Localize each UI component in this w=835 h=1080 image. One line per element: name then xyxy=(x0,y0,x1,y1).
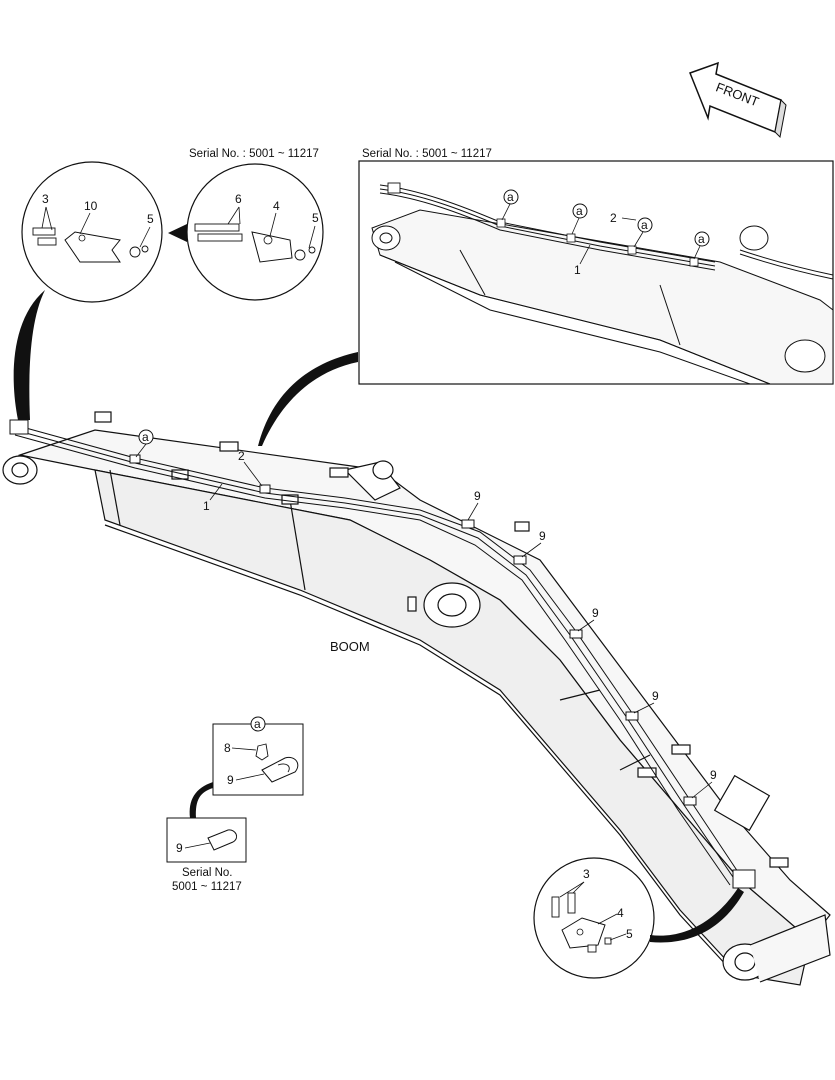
inset-callout-a-3-text: a xyxy=(641,218,648,232)
detail-circle-bottom: 3 4 5 xyxy=(533,857,655,979)
hose-clamps xyxy=(9,419,756,889)
inset-label-2: 2 xyxy=(610,211,617,225)
boom-part-labels: a 2 1 9 9 9 9 9 xyxy=(135,429,717,799)
serial-top-right: Serial No. : 5001 ~ 11217 xyxy=(362,148,492,160)
boom-label: BOOM xyxy=(330,639,370,654)
detail-circle-left: 3 10 5 xyxy=(21,161,163,303)
clamp-callout-a xyxy=(250,716,266,732)
boom-label-9e: 9 xyxy=(710,768,717,782)
boom-label-9d: 9 xyxy=(652,689,659,703)
clamp-detail-serial: 9 xyxy=(166,817,247,863)
bottom-label-4: 4 xyxy=(617,906,624,920)
inset-callout-a-4 xyxy=(694,231,710,247)
inset-callout-a-2 xyxy=(572,203,588,219)
serial-top-left: Serial No. : 5001 ~ 11217 xyxy=(189,148,319,160)
serial-bottom-line2: 5001 ~ 11217 xyxy=(172,881,242,893)
detail-left-label-3: 3 xyxy=(42,192,49,206)
detail-pointer-arrow xyxy=(168,224,187,242)
detail-circle-right: 6 4 5 xyxy=(186,163,324,301)
callout-a-boom-text: a xyxy=(142,430,149,444)
boom-label-9a: 9 xyxy=(474,489,481,503)
clamp-label-9: 9 xyxy=(227,773,234,787)
leader-top-right xyxy=(258,352,358,446)
inset-callout-a-1-text: a xyxy=(507,190,514,204)
detail-right-label-4: 4 xyxy=(273,199,280,213)
boom-body xyxy=(2,411,831,986)
boom-label-1: 1 xyxy=(203,499,210,513)
inset-top-right: a a a a 2 1 xyxy=(358,160,834,385)
inset-callout-a-3 xyxy=(637,217,653,233)
clamp-callout-a-text: a xyxy=(254,717,261,731)
detail-right-label-6: 6 xyxy=(235,192,242,206)
leader-top-left xyxy=(13,290,45,420)
detail-left-label-5: 5 xyxy=(147,212,154,226)
inset-callout-a-2-text: a xyxy=(576,204,583,218)
boom-label-2: 2 xyxy=(238,449,245,463)
boom-hoses xyxy=(14,424,741,886)
clamp-label-8: 8 xyxy=(224,741,231,755)
bottom-label-5: 5 xyxy=(626,927,633,941)
inset-callout-a-1 xyxy=(503,189,519,205)
clamp-detail-a: a 8 9 xyxy=(212,716,304,796)
leader-bottom xyxy=(650,888,744,943)
bottom-label-3: 3 xyxy=(583,867,590,881)
clamp-serial-label-9: 9 xyxy=(176,841,183,855)
serial-bottom-line1: Serial No. xyxy=(182,867,233,879)
detail-left-label-10: 10 xyxy=(84,199,98,213)
inset-label-1: 1 xyxy=(574,263,581,277)
front-direction-arrow: FRONT xyxy=(689,61,787,139)
boom-label-9b: 9 xyxy=(539,529,546,543)
detail-right-label-5: 5 xyxy=(312,211,319,225)
leader-clamp xyxy=(189,782,213,818)
inset-callout-a-4-text: a xyxy=(698,232,705,246)
boom-label-9c: 9 xyxy=(592,606,599,620)
